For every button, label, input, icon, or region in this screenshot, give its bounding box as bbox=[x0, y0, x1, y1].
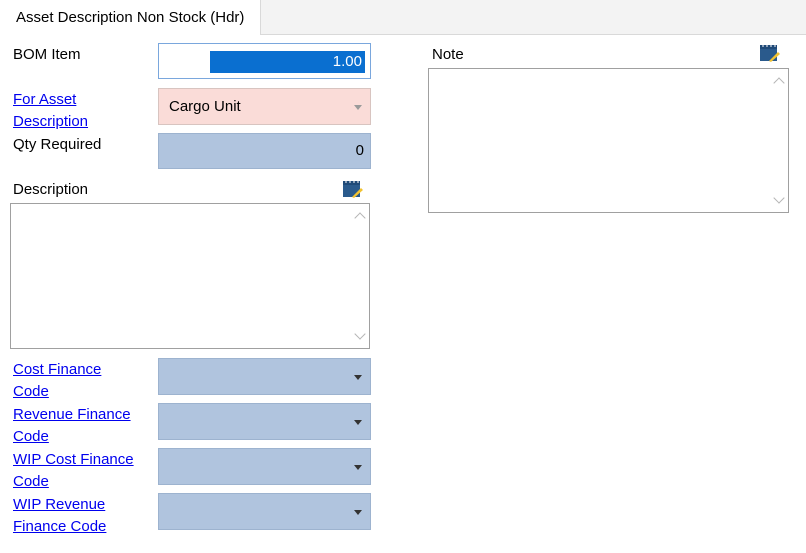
scroll-up-icon[interactable] bbox=[354, 212, 366, 224]
for-asset-description-value: Cargo Unit bbox=[169, 98, 241, 115]
chevron-down-icon[interactable] bbox=[354, 374, 362, 380]
chevron-down-icon[interactable] bbox=[354, 509, 362, 515]
chevron-down-icon[interactable] bbox=[354, 419, 362, 425]
wip-revenue-finance-code-label-line2: Finance Code bbox=[13, 518, 107, 535]
revenue-finance-code-combo[interactable] bbox=[158, 403, 371, 440]
wip-revenue-finance-code-combo[interactable] bbox=[158, 493, 371, 530]
wip-cost-finance-code-label-line1: WIP Cost Finance bbox=[13, 451, 134, 468]
qty-required-field[interactable]: 0 bbox=[158, 133, 371, 169]
revenue-finance-code-label-line2: Code bbox=[13, 428, 49, 445]
note-textarea[interactable] bbox=[428, 68, 789, 213]
bom-item-field[interactable]: 1.00 bbox=[158, 43, 371, 79]
scroll-up-icon[interactable] bbox=[773, 77, 785, 89]
tab-bar: Asset Description Non Stock (Hdr) bbox=[0, 0, 806, 35]
wip-cost-finance-code-combo[interactable] bbox=[158, 448, 371, 485]
note-label: Note bbox=[432, 46, 464, 63]
scroll-down-icon[interactable] bbox=[354, 328, 366, 340]
description-scrollbar[interactable] bbox=[351, 204, 369, 348]
for-asset-description-combo[interactable]: Cargo Unit bbox=[158, 88, 371, 125]
chevron-down-icon[interactable] bbox=[354, 464, 362, 470]
wip-revenue-finance-code-label-line1: WIP Revenue bbox=[13, 496, 106, 513]
scroll-down-icon[interactable] bbox=[773, 192, 785, 204]
bom-item-value: 1.00 bbox=[210, 51, 365, 73]
cost-finance-code-label-line2: Code bbox=[13, 383, 49, 400]
description-label: Description bbox=[13, 181, 89, 198]
revenue-finance-code-link[interactable]: Revenue Finance Code bbox=[13, 404, 131, 448]
cost-finance-code-combo[interactable] bbox=[158, 358, 371, 395]
chevron-down-icon[interactable] bbox=[354, 104, 362, 110]
notepad-edit-icon[interactable] bbox=[342, 180, 364, 198]
description-textarea[interactable] bbox=[10, 203, 370, 349]
cost-finance-code-label-line1: Cost Finance bbox=[13, 361, 102, 378]
revenue-finance-code-label-line1: Revenue Finance bbox=[13, 406, 131, 423]
bom-item-label: BOM Item bbox=[13, 46, 81, 63]
for-asset-description-label-line1: For Asset bbox=[13, 91, 77, 108]
wip-revenue-finance-code-link[interactable]: WIP Revenue Finance Code bbox=[13, 494, 106, 538]
cost-finance-code-link[interactable]: Cost Finance Code bbox=[13, 359, 101, 403]
tab-asset-description-non-stock[interactable]: Asset Description Non Stock (Hdr) bbox=[0, 0, 262, 35]
notepad-edit-icon[interactable] bbox=[759, 44, 781, 62]
qty-required-value: 0 bbox=[355, 142, 364, 159]
for-asset-description-link[interactable]: For Asset Description bbox=[13, 89, 88, 133]
wip-cost-finance-code-label-line2: Code bbox=[13, 473, 49, 490]
for-asset-description-label-line2: Description bbox=[13, 113, 89, 130]
qty-required-label: Qty Required bbox=[13, 136, 102, 153]
wip-cost-finance-code-link[interactable]: WIP Cost Finance Code bbox=[13, 449, 134, 493]
note-scrollbar[interactable] bbox=[770, 69, 788, 212]
